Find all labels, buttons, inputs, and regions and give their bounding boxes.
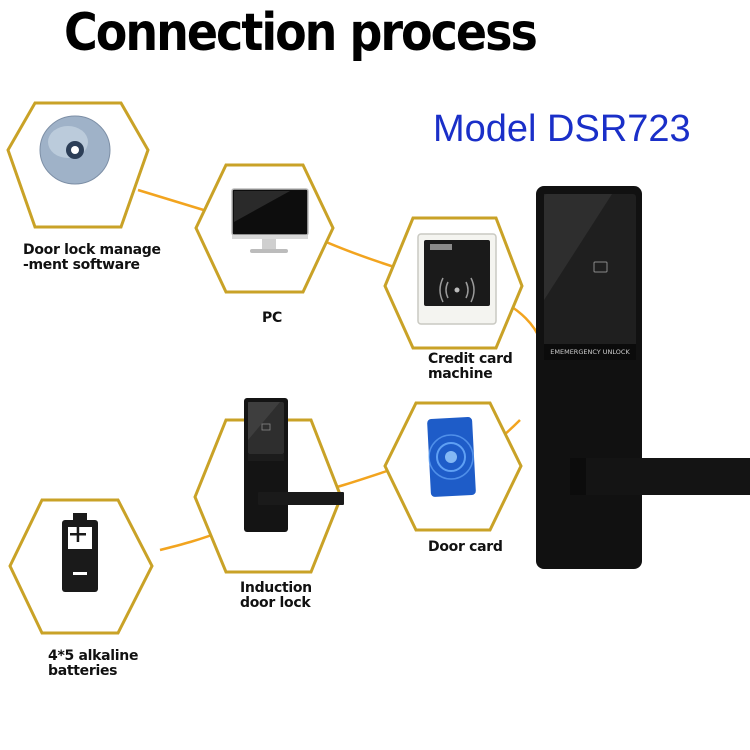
page-title: Connection process (64, 2, 538, 63)
card-reader-icon (417, 233, 497, 325)
door-card-icon (427, 417, 476, 497)
model-name: Model DSR723 (433, 108, 691, 150)
label-batteries-line2: batteries (48, 663, 118, 679)
label-software: Door lock manage -ment software (23, 243, 161, 273)
label-card-machine-line1: Credit card (428, 351, 513, 367)
label-batteries-line1: 4*5 alkaline (48, 648, 139, 664)
label-door-card: Door card (428, 540, 503, 555)
label-door-card-line1: Door card (428, 539, 503, 555)
label-induction-lock-line2: door lock (240, 595, 311, 611)
battery-icon (62, 513, 98, 592)
cd-disc-icon (39, 115, 111, 185)
label-pc: PC (262, 311, 282, 326)
label-card-machine: Credit card machine (428, 351, 513, 382)
label-card-machine-line2: machine (428, 366, 493, 382)
door-lock-icon (244, 398, 344, 532)
main-door-lock (536, 186, 750, 569)
pc-monitor-icon (231, 188, 309, 253)
label-pc-line1: PC (262, 310, 282, 326)
label-software-line1: Door lock manage (23, 242, 161, 258)
label-software-line2: -ment software (23, 257, 140, 273)
label-induction-lock-line1: Induction (240, 580, 312, 596)
label-induction-lock: Induction door lock (240, 581, 312, 611)
label-batteries: 4*5 alkaline batteries (48, 649, 138, 679)
lock-panel-text: EMEMERGENCY UNLOCK (550, 348, 630, 356)
